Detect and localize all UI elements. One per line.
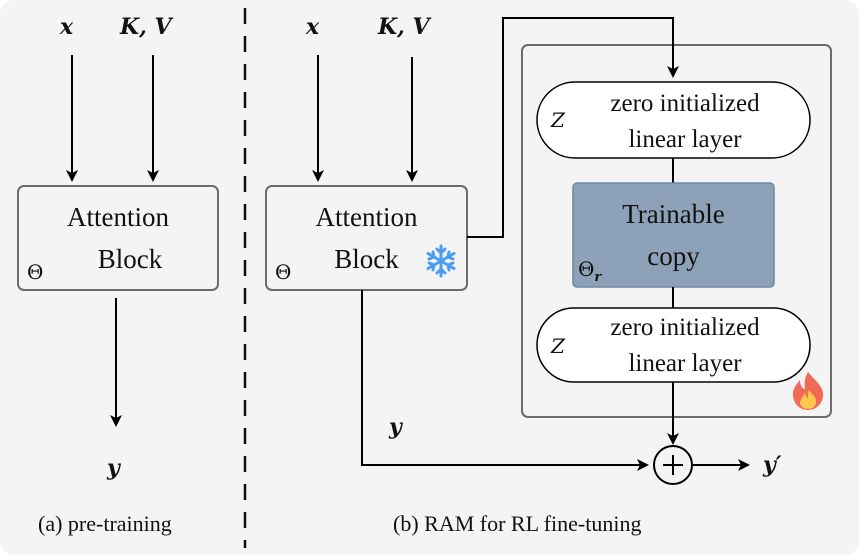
zero-layer-bottom-line1: zero initialized [610, 314, 760, 341]
snowflake-icon [426, 244, 456, 278]
zero-layer-top-line1: zero initialized [610, 90, 760, 117]
theta-symbol: Θ [578, 257, 595, 281]
trainable-copy-line2: copy [647, 241, 700, 271]
theta-param-a: Θ [27, 260, 44, 284]
attention-block-b-line2: Block [334, 244, 399, 274]
zero-layer-top-line2: linear layer [628, 126, 742, 153]
arrow-block-to-zero-layer [467, 17, 679, 238]
output-y-prime-label: y′ [763, 452, 782, 478]
output-y-label-a: y [107, 455, 120, 481]
caption-b: (b) RAM for RL fine-tuning [393, 511, 642, 536]
input-x-label-b: x [306, 14, 320, 40]
input-x-label-a: x [60, 14, 74, 40]
attention-block-b-line1: Attention [315, 202, 418, 232]
arrow-skip-to-sum [361, 290, 649, 471]
fire-icon [792, 372, 824, 410]
theta-subscript: r [594, 270, 602, 285]
attention-block-a-line1: Attention [67, 202, 169, 232]
theta-r-param: Θr [578, 257, 601, 285]
skip-y-label: y [389, 414, 402, 440]
input-kv-label-b: K, V [378, 14, 430, 40]
attention-block-a-line2: Block [97, 244, 163, 274]
theta-param-b: Θ [275, 260, 292, 284]
zero-symbol-bottom: Z [551, 334, 565, 358]
zero-layer-bottom-line2: linear layer [628, 350, 742, 377]
input-kv-label-a: K, V [120, 14, 172, 40]
zero-symbol-top: Z [551, 108, 565, 132]
caption-a: (a) pre-training [38, 511, 172, 536]
trainable-copy-line1: Trainable [622, 199, 725, 229]
attention-block-a [17, 185, 219, 291]
trainable-branch-container [521, 44, 832, 418]
